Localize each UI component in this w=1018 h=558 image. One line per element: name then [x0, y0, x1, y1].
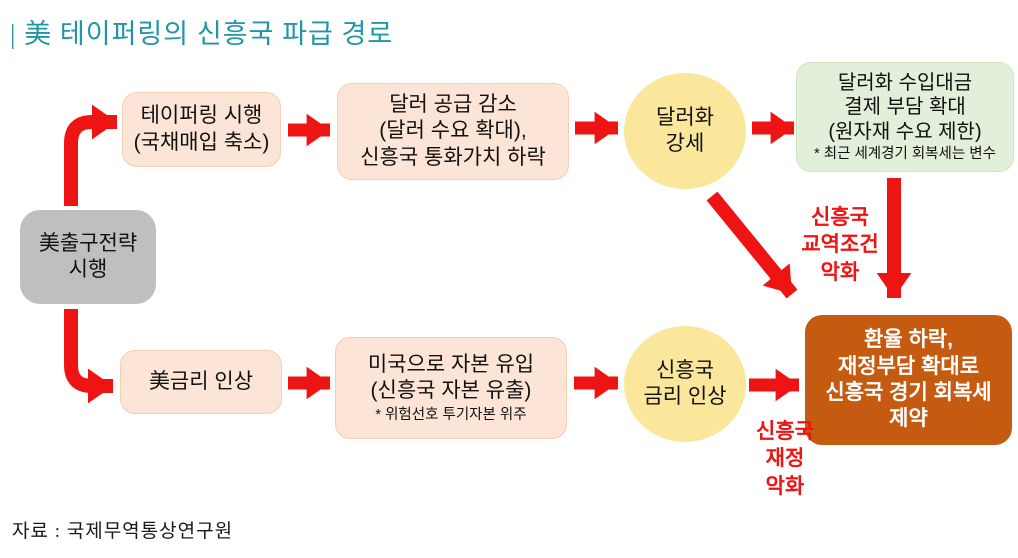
node-em-rate-hike-label: 신흥국 금리 인상: [643, 358, 727, 408]
node-tapering: 테이퍼링 시행 (국채매입 축소): [122, 92, 281, 167]
source-caption: 자료 : 국제무역통상연구원: [12, 521, 234, 542]
node-us-exit-strategy: 美출구전략 시행: [20, 210, 156, 304]
page-title: | 美 테이퍼링의 신흥국 파급 경로: [10, 19, 394, 49]
node-dollar-supply-label: 달러 공급 감소 (달러 수요 확대), 신흥국 통화가치 하락: [360, 92, 546, 169]
node-import-burden-note: * 최근 세계경기 회복세는 변수: [814, 146, 996, 163]
node-dollar-supply: 달러 공급 감소 (달러 수요 확대), 신흥국 통화가치 하락: [337, 83, 569, 180]
arrow-start-to-tapering: [64, 104, 118, 206]
node-us-rate-hike: 美금리 인상: [120, 350, 282, 414]
arrow-start-to-rate-hike: [64, 309, 114, 404]
node-capital-inflow-note: * 위험선호 투기자본 위주: [375, 406, 527, 423]
node-dollar-strength-label: 달러화 강세: [656, 105, 714, 155]
arrow-strength-to-constraint-diagonal: [706, 191, 798, 299]
node-import-burden-label: 달러화 수입대금 결제 부담 확대 (원자재 수요 제한): [828, 71, 982, 143]
node-dollar-strength: 달러화 강세: [624, 73, 746, 189]
node-em-rate-hike: 신흥국 금리 인상: [624, 326, 746, 442]
label-trade-terms-worsen: 신흥국 교역조건 악화: [801, 206, 879, 284]
node-us-rate-hike-label: 美금리 인상: [148, 369, 254, 393]
node-capital-inflow-label: 미국으로 자본 유입 (신흥국 자본 유출): [367, 352, 535, 403]
node-import-burden: 달러화 수입대금 결제 부담 확대 (원자재 수요 제한) * 최근 세계경기 …: [796, 62, 1014, 172]
node-tapering-label: 테이퍼링 시행 (국채매입 축소): [133, 104, 270, 154]
node-capital-inflow: 미국으로 자본 유입 (신흥국 자본 유출) * 위험선호 투기자본 위주: [335, 337, 567, 439]
node-growth-constraint: 환율 하락, 재정부담 확대로 신흥국 경기 회복세 제약: [805, 315, 1012, 445]
label-fiscal-worsen: 신흥국 재정 악화: [756, 420, 814, 498]
node-growth-constraint-label: 환율 하락, 재정부담 확대로 신흥국 경기 회복세 제약: [825, 328, 992, 431]
node-us-exit-strategy-label: 美출구전략 시행: [38, 231, 138, 281]
